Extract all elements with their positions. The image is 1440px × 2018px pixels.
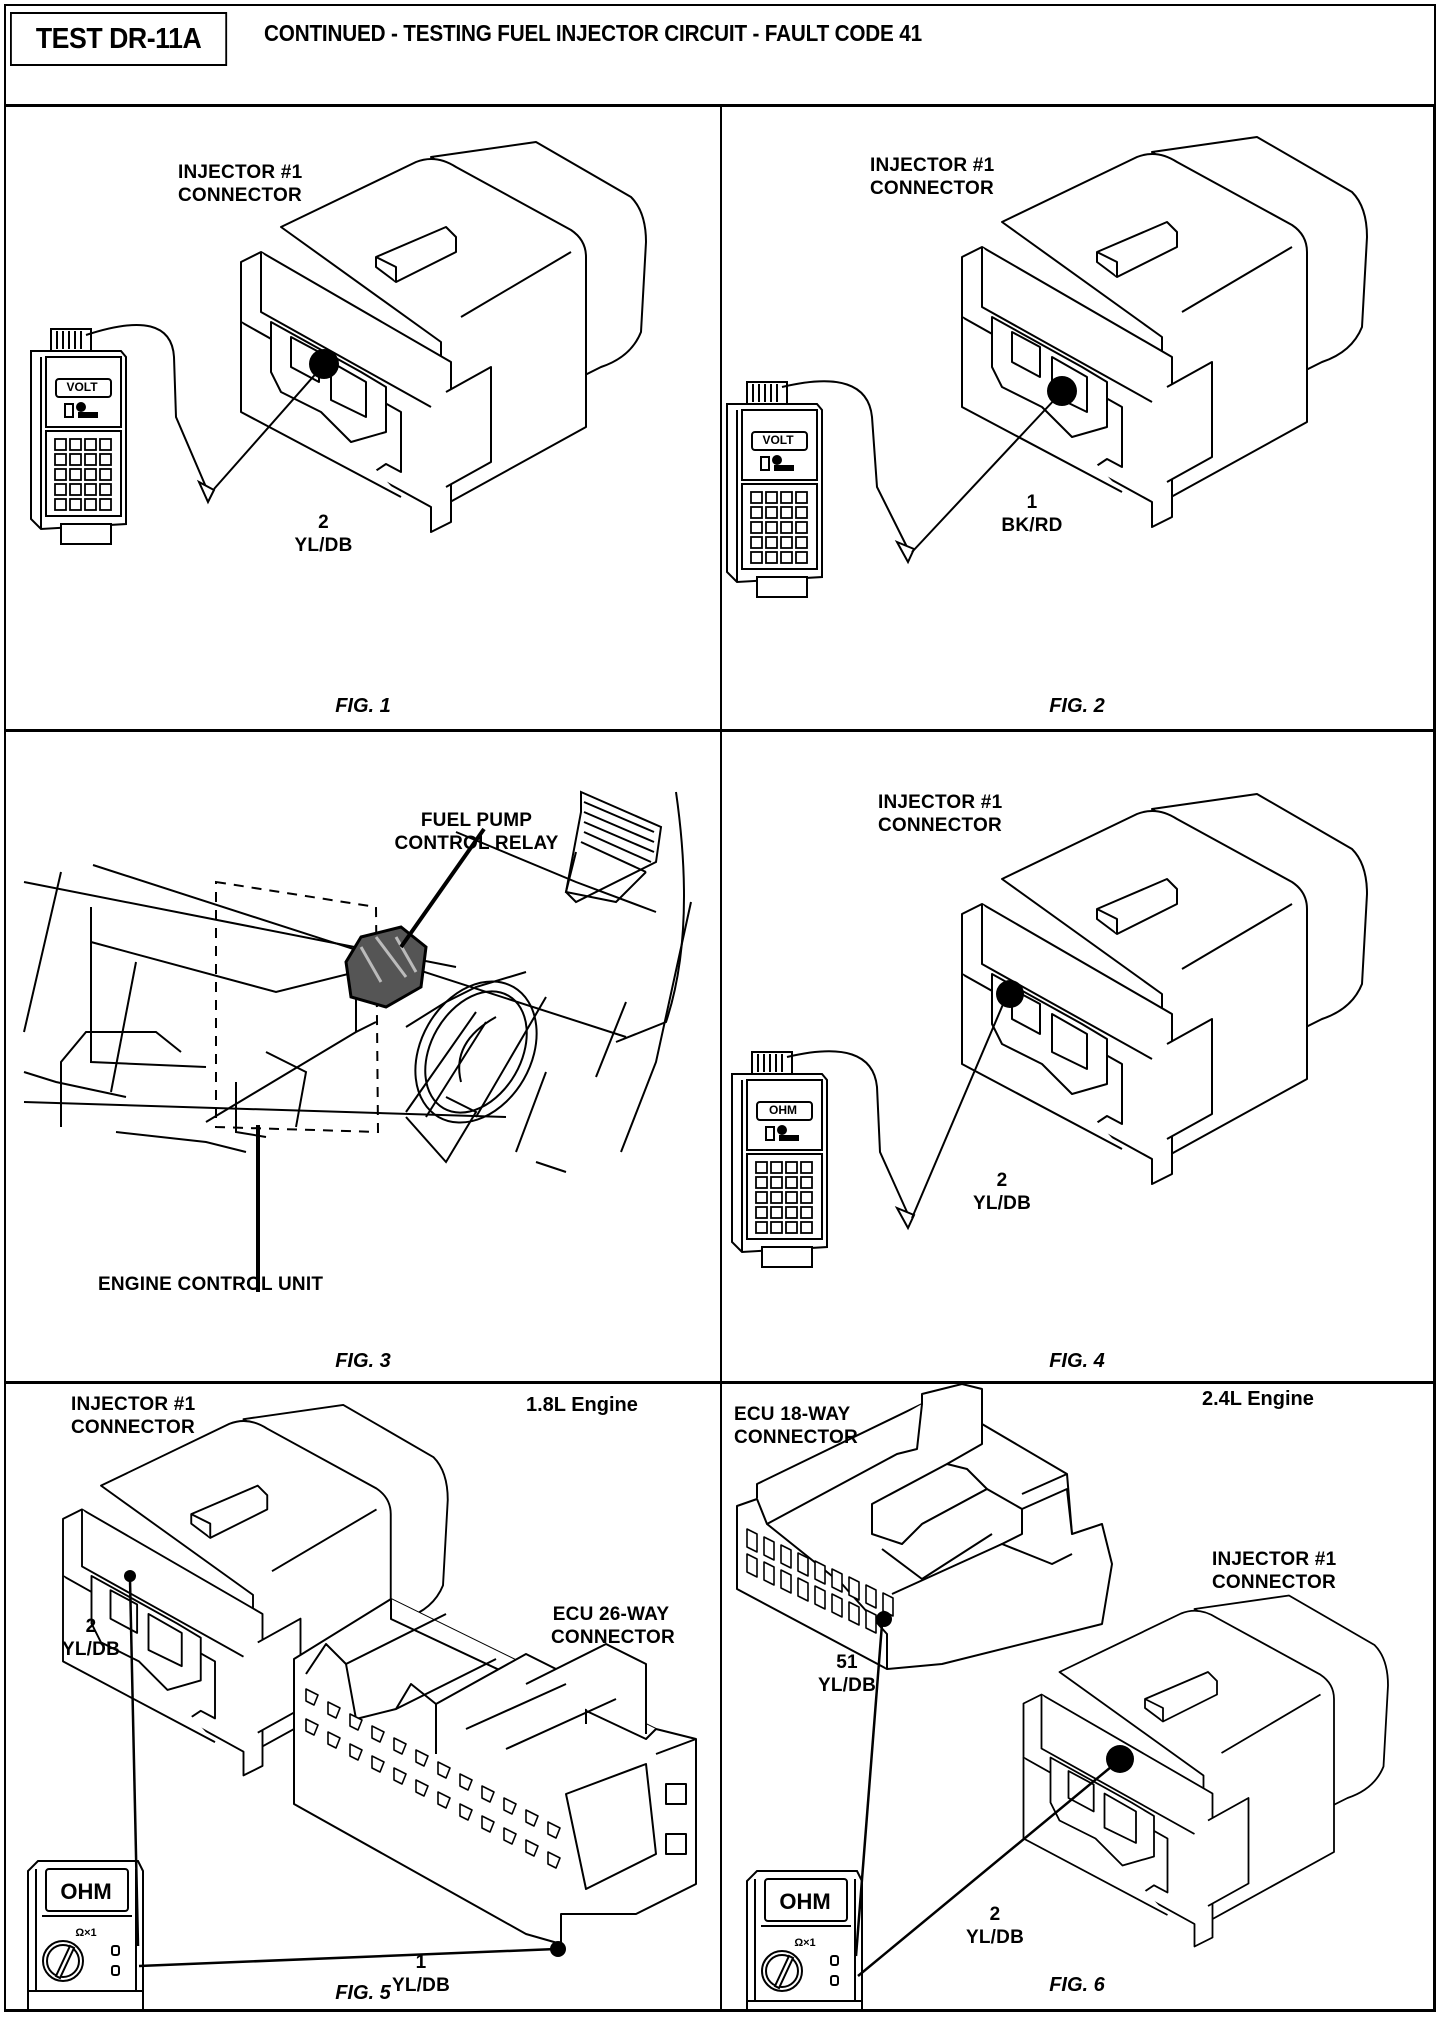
injector-pin-2-highlight xyxy=(124,1570,136,1582)
figure-4-panel: OHM INJECTOR #1 CONNECTOR 2 YL/DB FIG. 4 xyxy=(720,732,1435,1384)
pin-1-highlight xyxy=(1047,376,1077,406)
meter-range-label: Ω×1 xyxy=(794,1937,815,1949)
page-title: CONTINUED - TESTING FUEL INJECTOR CIRCUI… xyxy=(264,20,922,46)
injector-connector-drawing xyxy=(961,136,1368,528)
page-header: TEST DR-11A CONTINUED - TESTING FUEL INJ… xyxy=(4,4,1436,107)
meter-range-label: Ω×1 xyxy=(75,1927,96,1939)
injector-pin-label: 2 YL/DB xyxy=(966,1904,1024,1948)
figure-6-illustration: OHM Ω×1 xyxy=(736,1384,1389,2009)
meter-display-mode: VOLT xyxy=(66,380,98,394)
meter-display-mode: OHM xyxy=(769,1103,797,1117)
engine-label: 2.4L Engine xyxy=(1202,1388,1314,1410)
probe-tip xyxy=(894,1205,916,1231)
injector-pin-label: 2 YL/DB xyxy=(62,1616,120,1660)
meter-display-mode: VOLT xyxy=(762,433,794,447)
pin-label: 2 YL/DB xyxy=(294,512,353,556)
figure-1-panel: VOLT INJECTOR #1 CONNECTOR 2 YL/DB FIG. … xyxy=(6,107,720,732)
ecu-pin-1-highlight xyxy=(550,1941,566,1957)
engine-label: 1.8L Engine xyxy=(526,1394,638,1416)
connector-label: INJECTOR #1 CONNECTOR xyxy=(870,155,995,199)
figure-caption: FIG. 3 xyxy=(335,1350,391,1372)
connector-label: INJECTOR #1 CONNECTOR xyxy=(878,792,1003,836)
figure-grid: VOLT INJECTOR #1 CONNECTOR 2 YL/DB FIG. … xyxy=(4,107,1436,2012)
figure-3-panel: FUEL PUMP CONTROL RELAY ENGINE CONTROL U… xyxy=(6,732,720,1384)
volt-meter-drawing xyxy=(30,328,127,545)
meter-display-mode: OHM xyxy=(779,1889,830,1914)
pin-2-highlight xyxy=(309,349,339,379)
test-lead-wire xyxy=(786,1050,908,1213)
figure-caption: FIG. 4 xyxy=(1049,1350,1105,1372)
ecu-location-outline xyxy=(215,880,380,1134)
figure-6-panel: OHM Ω×1 ECU 18-WAY CONNECTOR 2.4L Engine… xyxy=(720,1384,1435,2009)
figure-5-illustration: OHM Ω×1 xyxy=(27,1403,697,2009)
pin-2-highlight xyxy=(996,980,1024,1008)
figure-3-illustration xyxy=(23,790,692,1292)
relay-label: FUEL PUMP CONTROL RELAY xyxy=(394,810,559,854)
ecu-pin-label: 51 YL/DB xyxy=(818,1652,876,1696)
figure-4-illustration: OHM xyxy=(731,793,1368,1268)
figure-caption: FIG. 5 xyxy=(335,1982,391,2004)
figure-caption: FIG. 2 xyxy=(1049,695,1105,717)
test-lead-2 xyxy=(138,1947,557,1968)
figure-2-panel: VOLT INJECTOR #1 CONNECTOR 1 BK/RD FIG. … xyxy=(720,107,1435,732)
probe-line xyxy=(213,368,321,490)
pin-label: 1 BK/RD xyxy=(1001,492,1063,536)
test-lead-wire xyxy=(781,380,908,548)
test-lead-2 xyxy=(857,1761,1118,1977)
meter-display-mode: OHM xyxy=(60,1879,111,1904)
injector-connector-label: INJECTOR #1 CONNECTOR xyxy=(71,1394,196,1438)
probe-tip xyxy=(894,539,916,565)
ecu-18-way-connector-drawing xyxy=(736,1384,1113,1670)
volt-meter-drawing xyxy=(726,381,823,598)
test-lead-wire xyxy=(85,324,207,488)
figure-caption: FIG. 1 xyxy=(335,695,391,717)
probe-line xyxy=(911,396,1058,553)
probe-line xyxy=(911,1001,1005,1219)
test-lead-1 xyxy=(854,1623,884,1957)
injector-connector-drawing xyxy=(1022,1594,1389,1948)
figure-caption: FIG. 6 xyxy=(1049,1974,1105,1996)
ecu-pin-51-highlight xyxy=(876,1611,892,1627)
ohm-meter-drawing xyxy=(731,1051,828,1268)
test-procedure-page: TEST DR-11A CONTINUED - TESTING FUEL INJ… xyxy=(4,4,1436,2012)
ecu-label: ENGINE CONTROL UNIT xyxy=(98,1274,324,1295)
connector-label: INJECTOR #1 CONNECTOR xyxy=(178,162,303,206)
figure-2-illustration: VOLT xyxy=(726,136,1368,598)
probe-tip xyxy=(196,479,216,505)
ecu-26-way-connector-drawing xyxy=(293,1598,697,1945)
figure-5-panel: OHM Ω×1 INJECTOR #1 CONNECTOR 1.8L Engin… xyxy=(6,1384,720,2009)
injector-connector-label: INJECTOR #1 CONNECTOR xyxy=(1212,1549,1337,1593)
ecu-pin-label: 1 YL/DB xyxy=(392,1952,450,1996)
test-lead-1 xyxy=(128,1578,140,1947)
relay-leader-line xyxy=(399,827,486,949)
ecu-connector-label: ECU 18-WAY CONNECTOR xyxy=(734,1404,858,1448)
pin-label: 2 YL/DB xyxy=(973,1170,1031,1214)
ecu-connector-label: ECU 26-WAY CONNECTOR xyxy=(551,1604,675,1648)
figure-1-illustration: VOLT xyxy=(30,141,647,545)
test-id-box: TEST DR-11A xyxy=(10,12,228,66)
fuel-pump-relay-highlight xyxy=(344,925,428,1009)
